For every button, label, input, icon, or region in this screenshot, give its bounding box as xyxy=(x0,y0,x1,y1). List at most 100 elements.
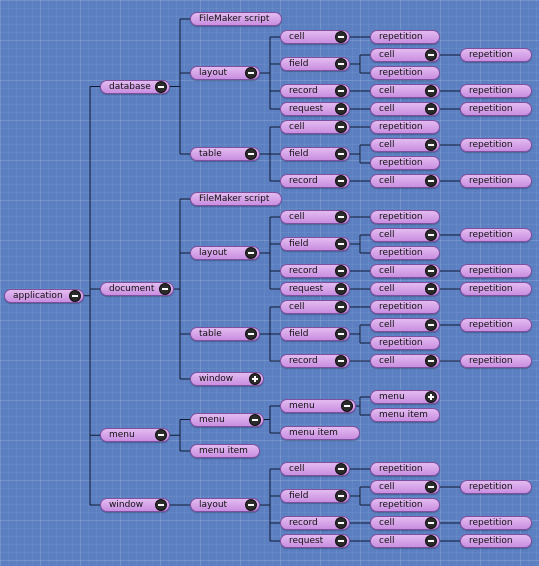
tree-node-repetition[interactable]: repetition xyxy=(460,354,532,368)
tree-node-repetition[interactable]: repetition xyxy=(370,246,440,260)
tree-node-table[interactable]: table xyxy=(190,147,260,161)
collapse-icon[interactable] xyxy=(335,211,347,223)
tree-node-window[interactable]: window xyxy=(100,498,170,512)
tree-node-repetition[interactable]: repetition xyxy=(460,480,532,494)
tree-node-menu-item[interactable]: menu item xyxy=(370,408,440,422)
collapse-icon[interactable] xyxy=(335,517,347,529)
tree-node-repetition[interactable]: repetition xyxy=(460,228,532,242)
collapse-icon[interactable] xyxy=(335,328,347,340)
tree-node-record[interactable]: record xyxy=(280,84,350,98)
tree-node-field[interactable]: field xyxy=(280,147,350,161)
tree-node-menu-item[interactable]: menu item xyxy=(280,426,360,440)
tree-node-cell[interactable]: cell xyxy=(280,462,350,476)
tree-node-cell[interactable]: cell xyxy=(370,516,440,530)
tree-node-cell[interactable]: cell xyxy=(280,210,350,224)
tree-node-repetition[interactable]: repetition xyxy=(460,84,532,98)
collapse-icon[interactable] xyxy=(155,80,167,93)
tree-node-document[interactable]: document xyxy=(100,282,174,296)
collapse-icon[interactable] xyxy=(425,175,437,187)
collapse-icon[interactable] xyxy=(335,85,347,97)
collapse-icon[interactable] xyxy=(425,229,437,241)
collapse-icon[interactable] xyxy=(425,103,437,115)
tree-node-filemaker-script[interactable]: FileMaker script xyxy=(190,192,282,206)
tree-node-repetition[interactable]: repetition xyxy=(460,138,532,152)
collapse-icon[interactable] xyxy=(425,481,437,493)
tree-node-record[interactable]: record xyxy=(280,354,350,368)
tree-node-record[interactable]: record xyxy=(280,264,350,278)
collapse-icon[interactable] xyxy=(425,355,437,367)
tree-node-field[interactable]: field xyxy=(280,237,350,251)
tree-node-request[interactable]: request xyxy=(280,282,350,296)
collapse-icon[interactable] xyxy=(245,247,257,259)
tree-node-repetition[interactable]: repetition xyxy=(370,66,440,80)
collapse-icon[interactable] xyxy=(249,413,261,426)
tree-node-field[interactable]: field xyxy=(280,57,350,71)
tree-node-cell[interactable]: cell xyxy=(370,84,440,98)
tree-node-window[interactable]: window xyxy=(190,372,264,386)
tree-node-cell[interactable]: cell xyxy=(370,480,440,494)
tree-node-field[interactable]: field xyxy=(280,489,350,503)
tree-node-filemaker-script[interactable]: FileMaker script xyxy=(190,12,282,26)
tree-node-cell[interactable]: cell xyxy=(280,30,350,44)
tree-node-layout[interactable]: layout xyxy=(190,498,260,512)
tree-node-cell[interactable]: cell xyxy=(370,138,440,152)
collapse-icon[interactable] xyxy=(335,31,347,43)
collapse-icon[interactable] xyxy=(155,429,167,442)
tree-node-menu-item[interactable]: menu item xyxy=(190,444,260,458)
expand-icon[interactable] xyxy=(249,373,261,385)
tree-node-repetition[interactable]: repetition xyxy=(370,210,440,224)
tree-node-record[interactable]: record xyxy=(280,516,350,530)
collapse-icon[interactable] xyxy=(159,283,171,295)
tree-node-repetition[interactable]: repetition xyxy=(370,30,440,44)
tree-node-repetition[interactable]: repetition xyxy=(370,462,440,476)
collapse-icon[interactable] xyxy=(335,490,347,502)
tree-node-request[interactable]: request xyxy=(280,534,350,548)
collapse-icon[interactable] xyxy=(335,175,347,187)
tree-node-repetition[interactable]: repetition xyxy=(370,498,440,512)
tree-node-cell[interactable]: cell xyxy=(280,300,350,314)
tree-node-table[interactable]: table xyxy=(190,327,260,341)
tree-node-record[interactable]: record xyxy=(280,174,350,188)
collapse-icon[interactable] xyxy=(335,58,347,70)
tree-node-menu[interactable]: menu xyxy=(190,412,264,427)
tree-node-repetition[interactable]: repetition xyxy=(460,102,532,116)
collapse-icon[interactable] xyxy=(245,67,257,79)
collapse-icon[interactable] xyxy=(425,49,437,61)
tree-node-cell[interactable]: cell xyxy=(370,354,440,368)
tree-node-repetition[interactable]: repetition xyxy=(460,174,532,188)
collapse-icon[interactable] xyxy=(335,148,347,160)
collapse-icon[interactable] xyxy=(425,535,437,547)
collapse-icon[interactable] xyxy=(335,283,347,295)
tree-node-cell[interactable]: cell xyxy=(370,264,440,278)
tree-node-cell[interactable]: cell xyxy=(370,48,440,62)
tree-node-repetition[interactable]: repetition xyxy=(460,534,532,548)
tree-node-repetition[interactable]: repetition xyxy=(370,300,440,314)
tree-node-application[interactable]: application xyxy=(4,288,84,303)
collapse-icon[interactable] xyxy=(335,463,347,475)
expand-icon[interactable] xyxy=(425,391,437,403)
tree-node-cell[interactable]: cell xyxy=(370,534,440,548)
tree-node-layout[interactable]: layout xyxy=(190,66,260,80)
collapse-icon[interactable] xyxy=(335,121,347,133)
tree-node-repetition[interactable]: repetition xyxy=(460,264,532,278)
tree-node-cell[interactable]: cell xyxy=(370,318,440,332)
collapse-icon[interactable] xyxy=(245,499,257,511)
tree-node-menu[interactable]: menu xyxy=(100,428,170,443)
tree-node-cell[interactable]: cell xyxy=(370,174,440,188)
tree-node-cell[interactable]: cell xyxy=(370,228,440,242)
collapse-icon[interactable] xyxy=(335,265,347,277)
tree-node-repetition[interactable]: repetition xyxy=(460,48,532,62)
collapse-icon[interactable] xyxy=(425,139,437,151)
collapse-icon[interactable] xyxy=(425,319,437,331)
collapse-icon[interactable] xyxy=(335,301,347,313)
tree-node-repetition[interactable]: repetition xyxy=(370,336,440,350)
collapse-icon[interactable] xyxy=(335,535,347,547)
collapse-icon[interactable] xyxy=(425,283,437,295)
tree-node-layout[interactable]: layout xyxy=(190,246,260,260)
collapse-icon[interactable] xyxy=(69,289,81,302)
tree-node-database[interactable]: database xyxy=(100,79,170,94)
collapse-icon[interactable] xyxy=(245,148,257,160)
tree-node-cell[interactable]: cell xyxy=(370,102,440,116)
collapse-icon[interactable] xyxy=(425,265,437,277)
tree-node-menu[interactable]: menu xyxy=(280,399,356,413)
